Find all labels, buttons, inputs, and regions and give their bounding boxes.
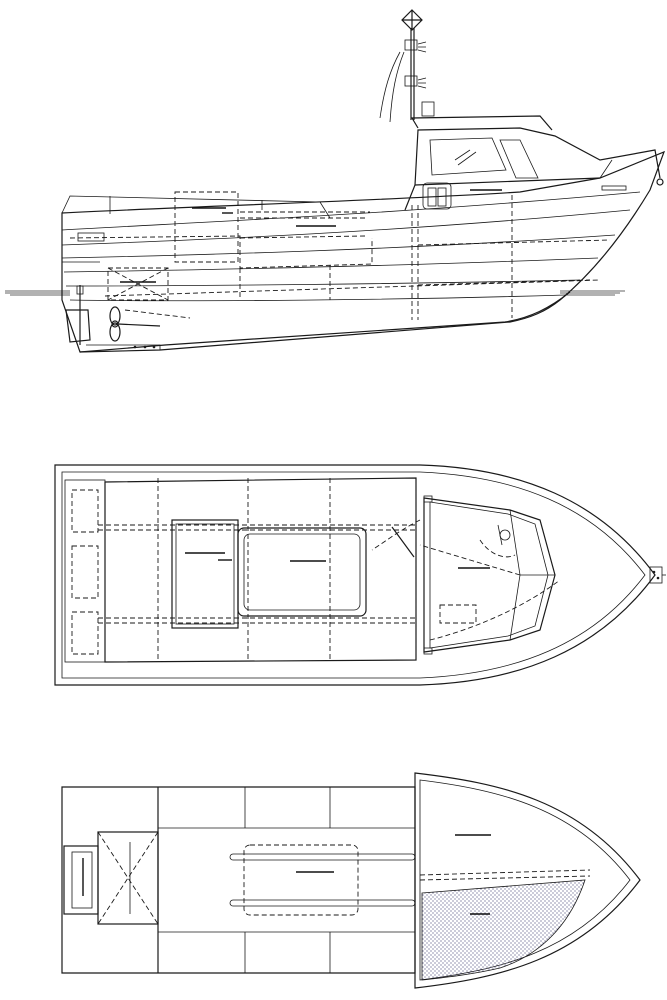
strake-5 (65, 279, 581, 287)
bow-fitting (656, 178, 664, 186)
anchor-fitting-icon (649, 566, 666, 584)
hull-outline (61, 150, 666, 353)
fish-hold-plan (229, 844, 416, 916)
lazarette-plan (63, 845, 99, 915)
engine-hatch-plan (171, 519, 239, 629)
accommodation-plan-view (61, 772, 641, 989)
wheelhouse-profile (404, 115, 661, 211)
fish-hatch-profile (174, 191, 239, 263)
wheelhouse-plan (371, 495, 561, 655)
deck-plan-view (54, 464, 666, 686)
sheer-strake-1 (61, 191, 641, 231)
bulwark-top (61, 195, 331, 219)
fish-hold-hatch-plan (237, 527, 367, 617)
rudder-icon (65, 309, 91, 343)
berth-stippled (421, 879, 586, 981)
deck-line-dashed (69, 235, 373, 269)
deck-hull-outline (54, 464, 656, 686)
radar-mast-icon (401, 9, 423, 31)
strake-6 (69, 294, 566, 302)
engine-box-profile (107, 267, 169, 301)
sheer-strake-2 (61, 209, 631, 246)
engine-room-plan (97, 831, 159, 925)
keel-line (79, 291, 571, 353)
profile-view (5, 9, 666, 353)
strake-4 (63, 257, 599, 273)
strake-3 (61, 234, 616, 259)
propeller-icon (109, 306, 161, 342)
lower-hull-outline (61, 786, 416, 974)
waterline (5, 290, 625, 296)
radar-mast (379, 9, 435, 123)
